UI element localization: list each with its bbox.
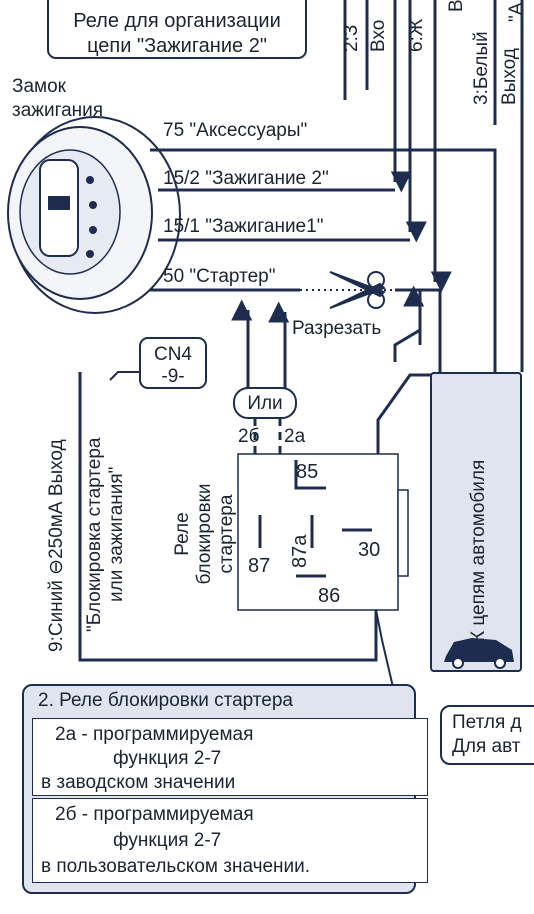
term-2b-label: 2б: [238, 426, 260, 447]
pin-30-label: 30: [358, 539, 380, 561]
pin-87-label: 87: [248, 555, 270, 577]
relay-org-label-2: цепи "Зажигание 2": [87, 35, 267, 57]
or-label: Или: [247, 393, 282, 414]
relay-org-label-1: Реле для организации: [73, 10, 281, 32]
relay-pins: [258, 460, 372, 578]
starter-relay-body: [237, 453, 399, 611]
term-2a-label: 2а: [284, 426, 306, 447]
note-row-2a-line3: в заводском значении: [41, 772, 236, 793]
relay-org-box: [47, 0, 307, 59]
top-wire-3-label: 3:Белый: [471, 31, 492, 105]
note-row-2b-line2: функция 2-7: [113, 830, 222, 851]
cut-label: Разрезать: [292, 318, 381, 339]
loop-note-line1: Петля д: [452, 712, 522, 733]
loop-note-box: Петля д Для авт: [440, 705, 534, 765]
wire-152-label: 15/2 "Зажигание 2": [163, 168, 329, 189]
pin-86-label: 86: [318, 585, 340, 607]
wire-75-label: 75 "Аксессуары": [163, 120, 307, 141]
relay-block-label-2: блокировки: [194, 484, 215, 585]
scissors-icon: [329, 271, 386, 309]
lock-label-1: Замок: [12, 76, 67, 97]
or-bubble: [233, 387, 297, 419]
car-chains-panel: К цепям автомобиля: [430, 372, 522, 672]
top-wire-exit-label: Выход: [499, 48, 520, 105]
blue-out-label-1: 9:Синий ⊖250мА Выход: [46, 439, 67, 652]
blue-out-label-3: или зажигания": [106, 467, 127, 602]
note-row-2a-line2: функция 2-7: [113, 748, 222, 769]
blue-out-label-2: "Блокировка стартера: [84, 437, 105, 632]
note-row-2a-line1: 2а - программируемая: [55, 724, 254, 745]
blue-output-wire: [78, 372, 378, 662]
ignition-wires: [150, 148, 497, 372]
relay-block-label-1: Реле: [172, 512, 193, 555]
starter-relay-note-panel: 2. Реле блокировки стартера 2а - програм…: [22, 684, 428, 894]
pin-87a-label: 87а: [289, 534, 311, 568]
note-row-2b-line3: в пользовательском значении.: [41, 856, 311, 877]
top-wire-b-label: В: [446, 0, 467, 12]
cn4-label-2: -9-: [161, 366, 184, 387]
note-panel-title: 2. Реле блокировки стартера: [38, 690, 293, 711]
note-row-2a: 2а - программируемая функция 2-7 в завод…: [32, 718, 428, 796]
top-wire-vkh-label: Вхо: [368, 20, 389, 52]
wire-151-label: 15/1 "Зажигание1": [163, 216, 323, 237]
cn4-connector: [139, 337, 207, 389]
top-wire-a-label: "А: [506, 2, 527, 22]
pin-85-label: 85: [296, 461, 318, 483]
lock-label-2: зажигания: [12, 100, 103, 121]
cn4-label-1: CN4: [154, 344, 192, 365]
note-row-2b-line1: 2б - программируемая: [55, 804, 254, 825]
car-icon: [444, 638, 514, 669]
wire-50-label: 50 "Стартер": [163, 266, 275, 287]
car-chains-label: К цепям автомобиля: [468, 460, 489, 642]
note-row-2b: 2б - программируемая функция 2-7 в польз…: [32, 798, 428, 883]
top-wire-2-label: 2:З: [341, 25, 362, 52]
ignition-lock-icon: [7, 116, 181, 314]
loop-note-line2: Для авт: [452, 736, 521, 757]
top-wire-6-label: 6:Ж: [406, 18, 427, 52]
relay-block-label-3: стартера: [216, 494, 237, 573]
